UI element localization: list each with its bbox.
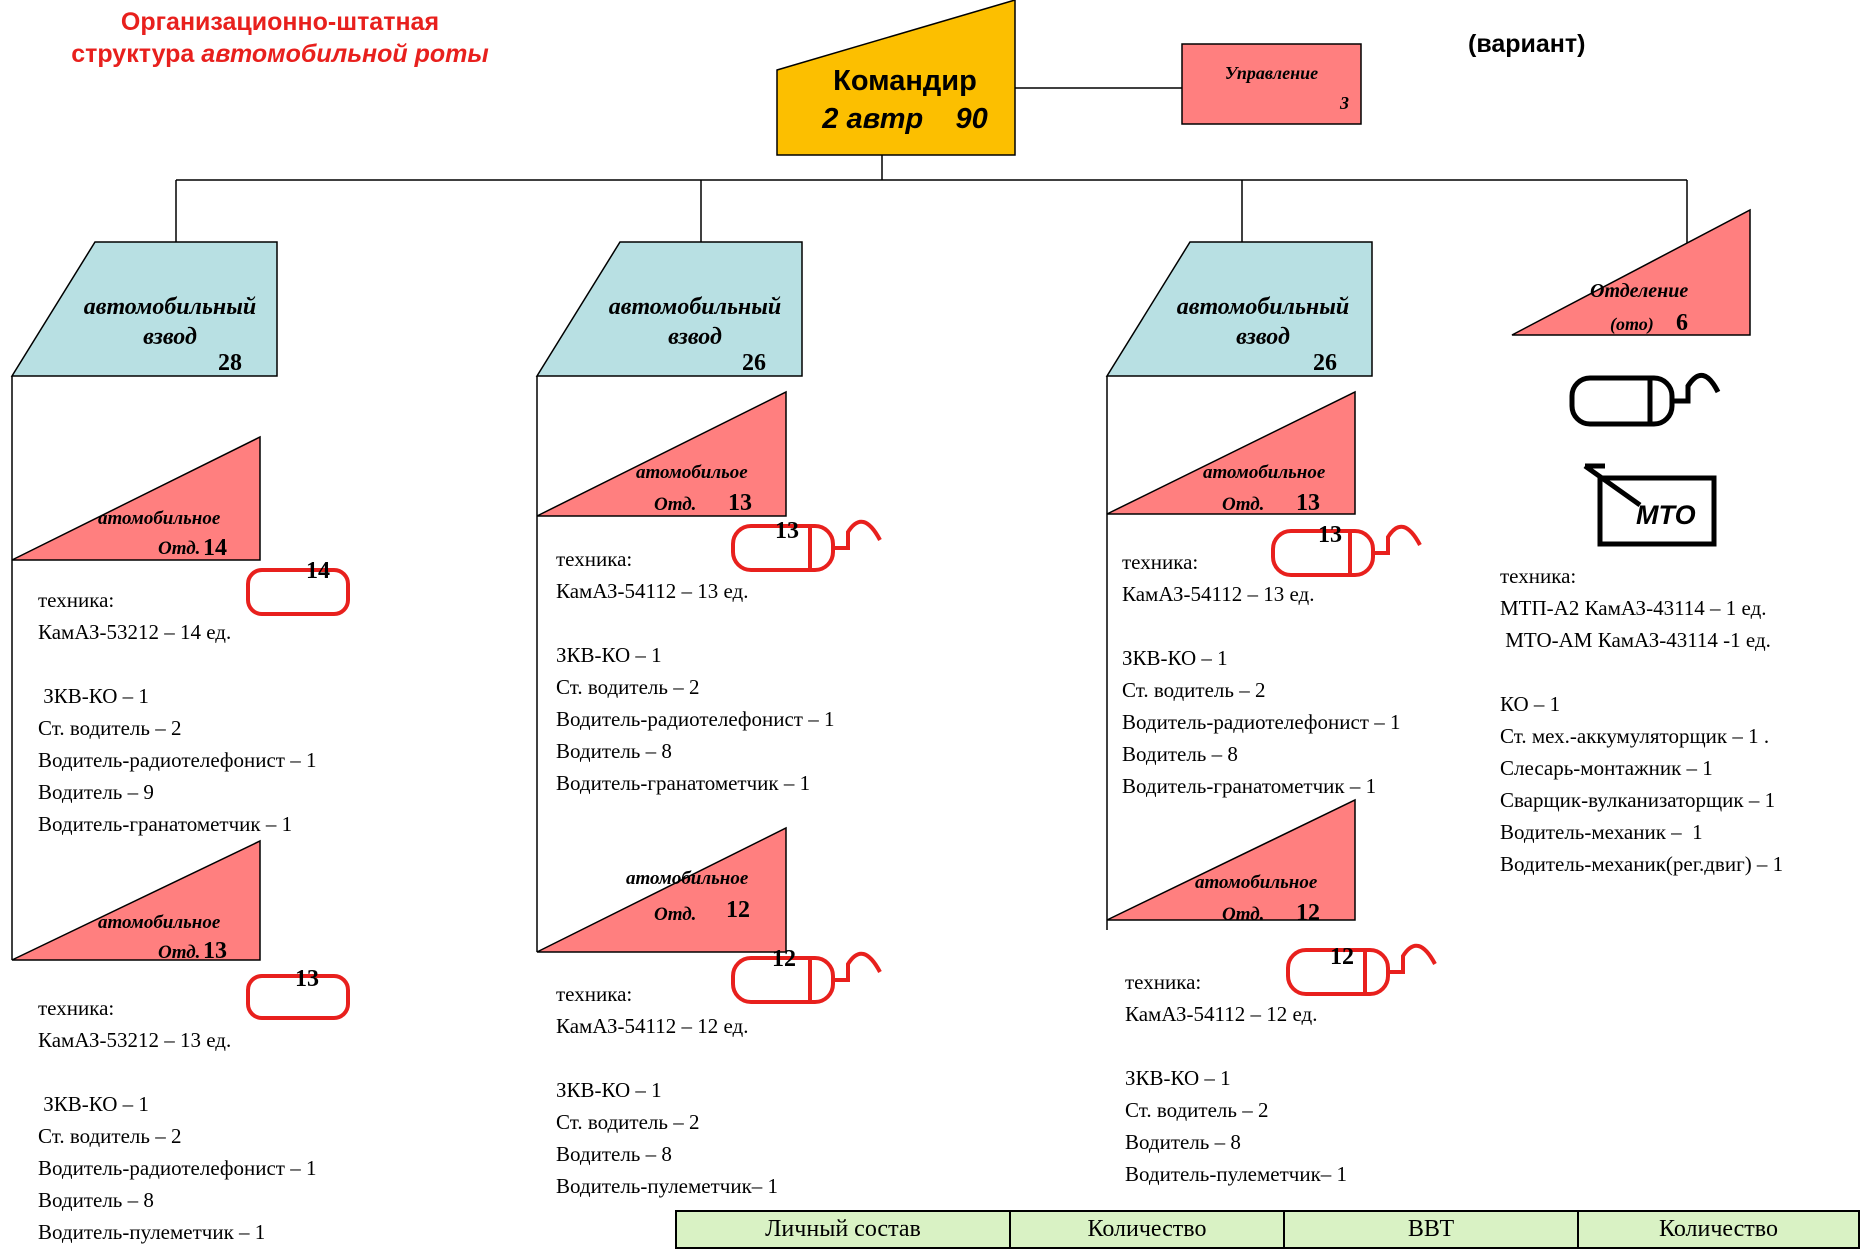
section-count: 13 bbox=[728, 490, 752, 516]
platoon-1-count: 28 bbox=[218, 350, 242, 376]
platoon-2-box bbox=[535, 241, 803, 377]
section-list: техника: КамАЗ-53212 – 13 ед. ЗКВ-КО – 1… bbox=[38, 996, 317, 1244]
section-count: 13 bbox=[1296, 490, 1320, 516]
platoon-2-section-1-shape bbox=[536, 390, 787, 517]
section-label: атомобильное bbox=[98, 912, 221, 933]
section-list: техника: КамАЗ-54112 – 13 ед. ЗКВ-КО – 1… bbox=[1122, 550, 1401, 798]
maintenance-label: Отделение bbox=[1590, 280, 1689, 302]
management-box bbox=[1181, 43, 1362, 125]
table-header-cell: ВВТ bbox=[1283, 1210, 1579, 1249]
platoon-1-box bbox=[10, 241, 278, 377]
summary-table: Личный состав Количество ВВТ Количество bbox=[675, 1210, 1860, 1249]
section-count: 14 bbox=[203, 535, 227, 561]
platoon-1-section-2-shape bbox=[11, 839, 261, 961]
maintenance-label-sub: (ото) bbox=[1610, 314, 1654, 334]
table-header-cell: Личный состав bbox=[675, 1210, 1011, 1249]
platoon-3-section-2-shape bbox=[1106, 798, 1356, 921]
platoon-3-box bbox=[1105, 241, 1373, 377]
truck-icon bbox=[246, 974, 350, 1020]
vehicle-count: 13 bbox=[775, 518, 799, 544]
commander-label-block: Командир 2 автр 90 bbox=[790, 62, 1020, 138]
platoon-1-section-1-shape bbox=[11, 435, 261, 561]
title-line-1: Организационно-штатная bbox=[120, 8, 440, 36]
page-title: Организационно-штатная структура автомоб… bbox=[0, 6, 560, 70]
section-list: техника: КамАЗ-53212 – 14 ед. ЗКВ-КО – 1… bbox=[38, 588, 317, 836]
section-label: Отд. bbox=[158, 942, 201, 963]
maintenance-shape bbox=[1511, 208, 1751, 336]
truck-icon bbox=[731, 951, 882, 1004]
section-label: атомобильное bbox=[626, 868, 749, 889]
section-count: 13 bbox=[203, 938, 227, 964]
table-header-row: Личный состав Количество ВВТ Количество bbox=[675, 1210, 1860, 1249]
truck-icon bbox=[1271, 524, 1422, 577]
platoon-2-count: 26 bbox=[742, 350, 766, 376]
section-label: Отд. bbox=[1222, 904, 1265, 925]
platoon-2-section-2-shape bbox=[536, 826, 787, 953]
section-count: 12 bbox=[1296, 900, 1320, 926]
section-list: техника: КамАЗ-54112 – 13 ед. ЗКВ-КО – 1… bbox=[556, 547, 835, 795]
truck-icon bbox=[1569, 373, 1721, 427]
table-header-cell: Количество bbox=[1577, 1210, 1860, 1249]
management-label-block: Управление 3 bbox=[1182, 58, 1361, 118]
section-label: Отд. bbox=[158, 538, 201, 559]
section-label: Отд. bbox=[654, 494, 697, 515]
commander-sub: 2 автр 90 bbox=[822, 103, 988, 135]
section-label: атомобильное bbox=[1203, 462, 1326, 483]
section-label: атомобильое bbox=[636, 462, 748, 483]
maintenance-count: 6 bbox=[1676, 310, 1688, 336]
vehicle-count: 14 bbox=[306, 558, 330, 584]
platoon-3-count: 26 bbox=[1313, 350, 1337, 376]
section-list: техника: КамАЗ-54112 – 12 ед. ЗКВ-КО – 1… bbox=[556, 982, 779, 1198]
vehicle-count: 12 bbox=[1330, 944, 1354, 970]
truck-icon bbox=[731, 519, 882, 572]
truck-icon bbox=[1286, 943, 1437, 996]
platoon-3-section-1-shape bbox=[1106, 390, 1356, 515]
maintenance-list: техника: МТП-А2 КамАЗ-43114 – 1 ед. МТО-… bbox=[1500, 564, 1784, 876]
section-label: атомобильное bbox=[98, 508, 221, 529]
table-header-cell: Количество bbox=[1009, 1210, 1285, 1249]
section-label: атомобильное bbox=[1195, 872, 1318, 893]
mto-label: МТО bbox=[1636, 500, 1696, 530]
commander-label: Командир bbox=[833, 65, 977, 97]
section-count: 12 bbox=[726, 897, 750, 923]
variant-label: (вариант) bbox=[1468, 30, 1586, 58]
commander-box bbox=[776, 0, 1016, 156]
vehicle-count: 13 bbox=[1318, 522, 1342, 548]
section-list: техника: КамАЗ-54112 – 12 ед. ЗКВ-КО – 1… bbox=[1125, 970, 1348, 1186]
vehicle-count: 13 bbox=[295, 966, 319, 992]
title-line-2: структура автомобильной роты bbox=[71, 40, 489, 68]
section-label: Отд. bbox=[654, 904, 697, 925]
management-label: Управление bbox=[1224, 63, 1319, 83]
management-count: 3 bbox=[1340, 93, 1349, 113]
vehicle-count: 12 bbox=[772, 946, 796, 972]
section-label: Отд. bbox=[1222, 494, 1265, 515]
mto-icon bbox=[1583, 463, 1717, 547]
truck-icon bbox=[246, 568, 350, 616]
